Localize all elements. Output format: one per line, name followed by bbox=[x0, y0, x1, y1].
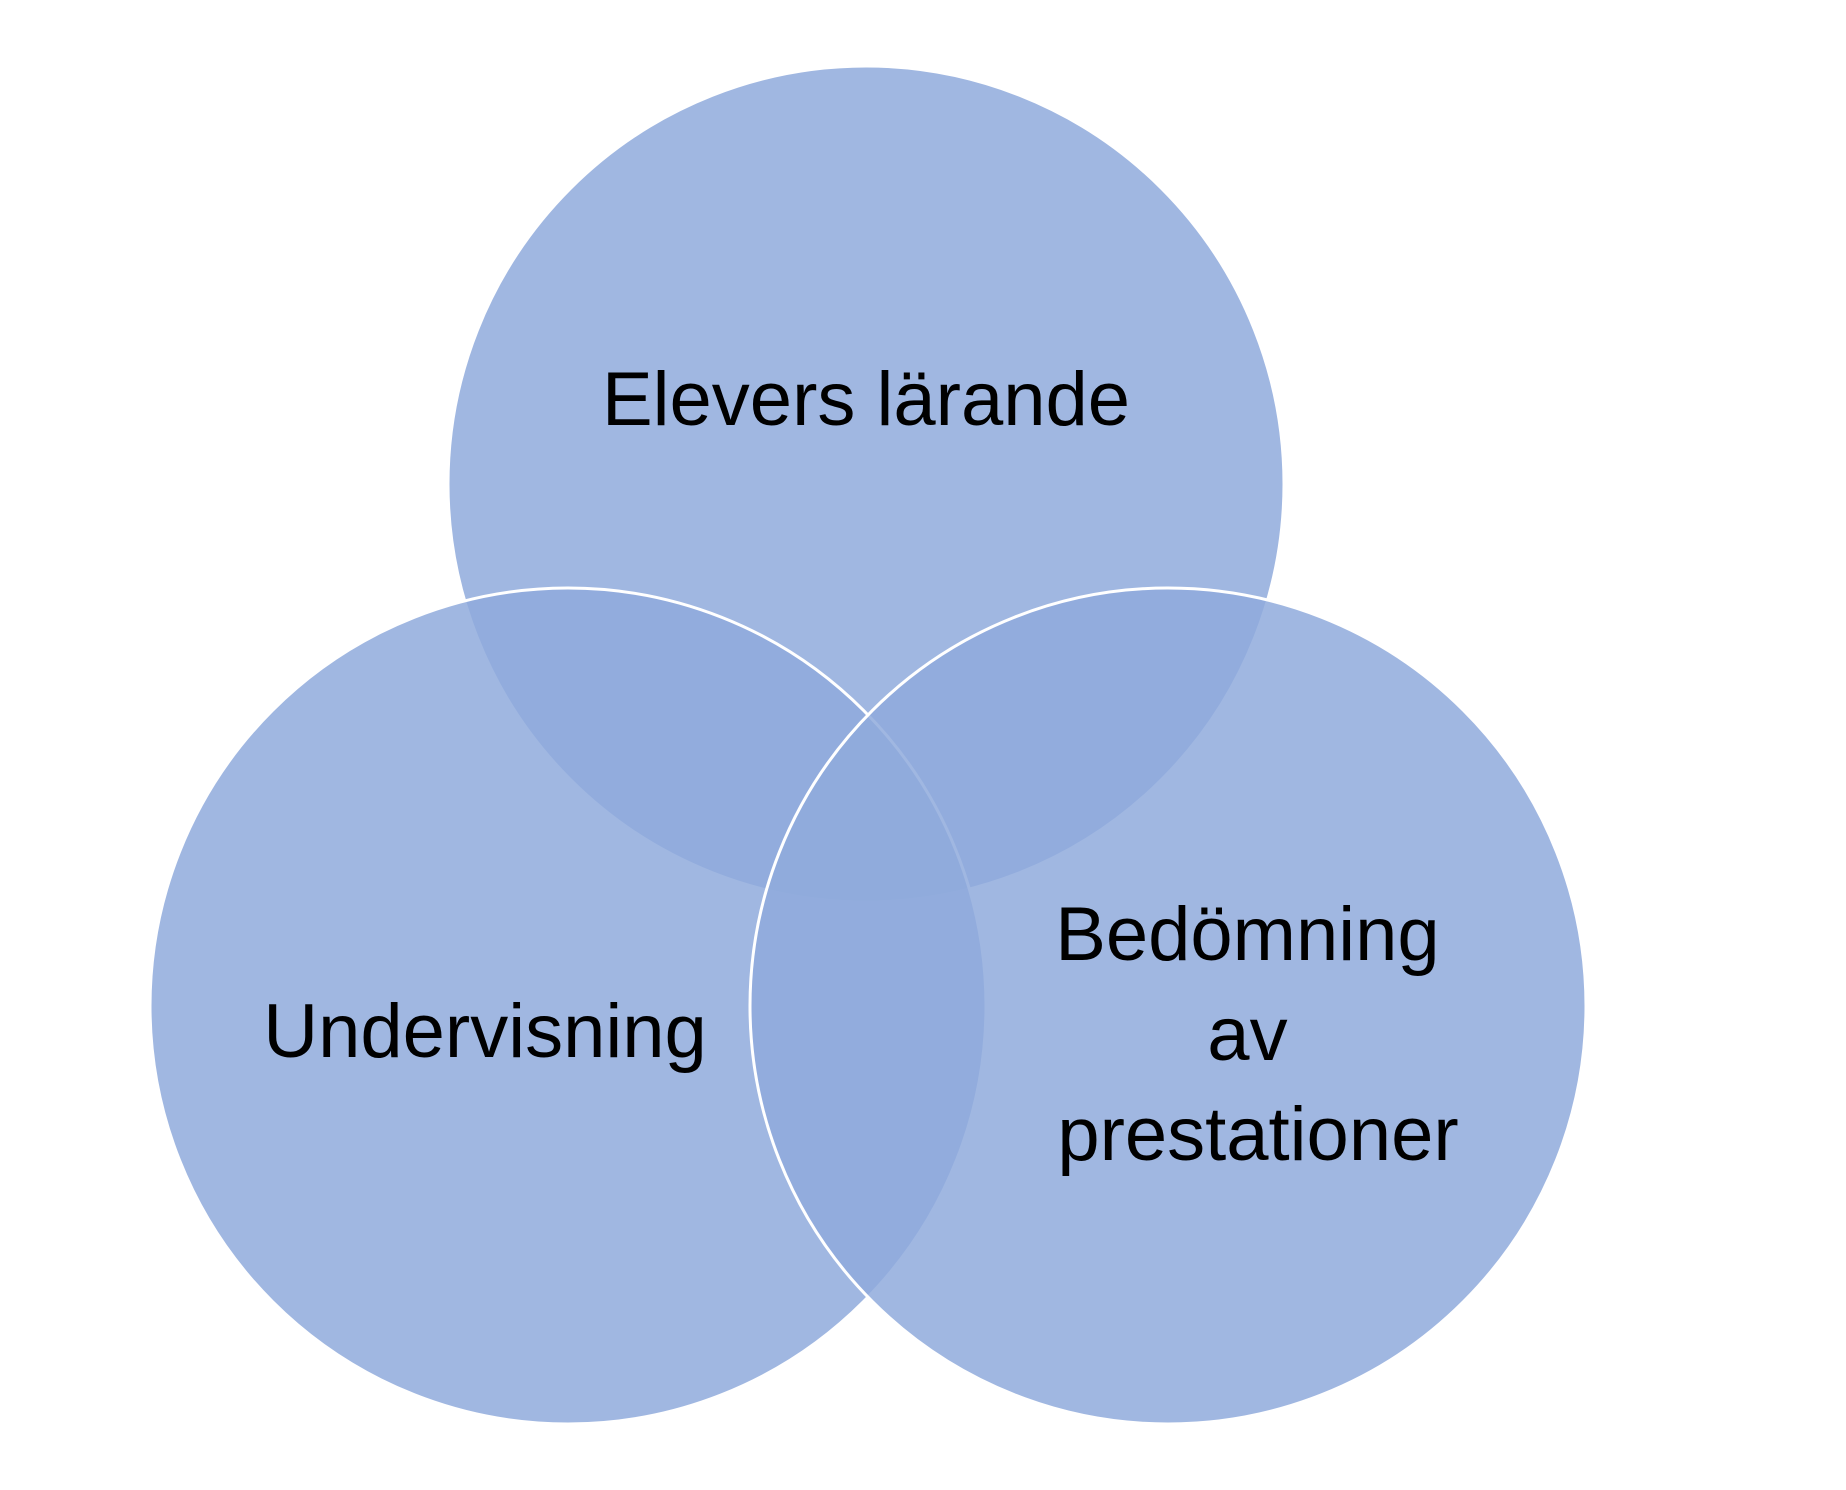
venn-label-right-line-1: Bedömning bbox=[1055, 892, 1440, 977]
venn-label-right-line-2: av bbox=[1207, 992, 1287, 1077]
venn-label-top: Elevers lärande bbox=[602, 357, 1130, 442]
venn-label-right-line-3: prestationer bbox=[1057, 1092, 1458, 1177]
venn-circle-right bbox=[748, 586, 1588, 1426]
venn-labels: Elevers lärande Undervisning Bedömning a… bbox=[263, 357, 1461, 1177]
venn-label-left-line-1: Undervisning bbox=[263, 989, 707, 1074]
venn-label-top-line-1: Elevers lärande bbox=[602, 357, 1130, 442]
venn-label-left: Undervisning bbox=[263, 989, 707, 1074]
venn-circles bbox=[148, 64, 1588, 1426]
venn-label-right: Bedömning av prestationer bbox=[1055, 892, 1461, 1177]
